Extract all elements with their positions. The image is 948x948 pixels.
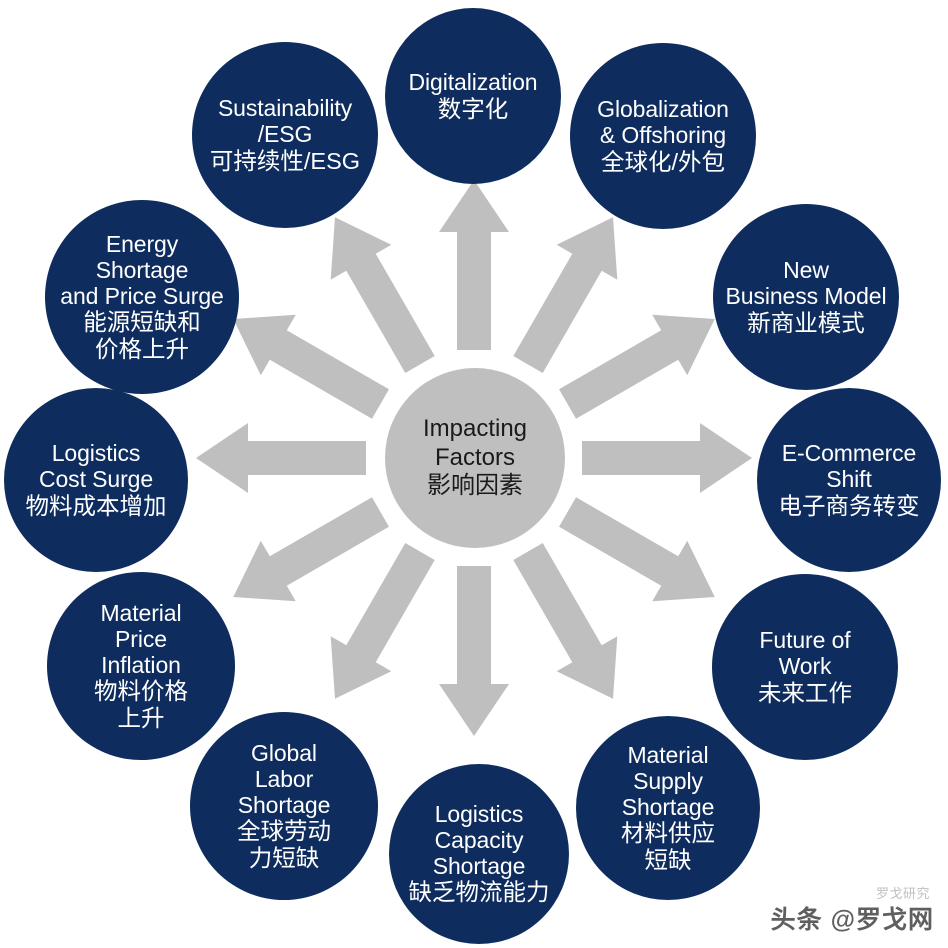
node-global-labor-shortage[interactable]: Global Labor Shortage 全球劳动 力短缺	[190, 712, 378, 900]
node-label-zh: 新商业模式	[747, 309, 865, 336]
hub-label-en: Impacting Factors	[422, 414, 528, 471]
watermark-sub: 罗戈研究	[875, 886, 930, 901]
node-label-en: Digitalization	[408, 68, 538, 95]
node-label-zh: 物料价格 上升	[94, 678, 188, 731]
node-label-zh: 缺乏物流能力	[408, 879, 550, 906]
node-new-business-model[interactable]: New Business Model 新商业模式	[713, 204, 899, 390]
node-logistics-cost-surge[interactable]: Logistics Cost Surge 物料成本增加	[4, 388, 188, 572]
node-label-en: Sustainability /ESG	[217, 95, 353, 147]
node-label-en: Logistics Cost Surge	[38, 440, 154, 492]
node-label-zh: 能源短缺和 价格上升	[83, 309, 201, 362]
node-label-en: Logistics Capacity Shortage	[432, 801, 526, 879]
node-label-en: New Business Model	[725, 257, 887, 309]
node-label-en: E-Commerce Shift	[781, 440, 917, 492]
node-label-zh: 物料成本增加	[25, 492, 167, 519]
node-label-en: Global Labor Shortage	[237, 740, 331, 818]
node-label-zh: 电子商务转变	[778, 492, 920, 519]
node-label-en: Globalization & Offshoring	[597, 96, 729, 148]
arrow-to-node-0	[439, 180, 509, 350]
node-logistics-capacity-shortage[interactable]: Logistics Capacity Shortage 缺乏物流能力	[389, 764, 569, 944]
node-e-commerce-shift[interactable]: E-Commerce Shift 电子商务转变	[757, 388, 941, 572]
node-material-price-inflation[interactable]: Material Price Inflation 物料价格 上升	[47, 572, 235, 760]
node-label-zh: 全球劳动 力短缺	[237, 818, 331, 871]
node-digitalization[interactable]: Digitalization 数字化	[385, 8, 561, 184]
node-label-zh: 可持续性/ESG	[209, 147, 361, 174]
node-label-en: Material Supply Shortage	[621, 742, 715, 820]
node-material-supply-shortage[interactable]: Material Supply Shortage 材料供应 短缺	[576, 716, 760, 900]
node-future-of-work[interactable]: Future of Work 未来工作	[712, 574, 898, 760]
node-sustainability-esg[interactable]: Sustainability /ESG 可持续性/ESG	[192, 42, 378, 228]
node-energy-shortage-and-price-surge[interactable]: Energy Shortage and Price Surge 能源短缺和 价格…	[45, 200, 239, 394]
node-label-zh: 材料供应 短缺	[621, 820, 715, 873]
arrow-to-node-3	[582, 423, 752, 493]
arrow-to-node-9	[196, 423, 366, 493]
node-label-zh: 未来工作	[758, 679, 852, 706]
node-globalization-offshoring[interactable]: Globalization & Offshoring 全球化/外包	[570, 43, 756, 229]
watermark: 罗戈研究 头条 @罗戈网	[770, 886, 934, 936]
node-label-en: Energy Shortage and Price Surge	[60, 231, 224, 309]
arrow-to-node-6	[439, 566, 509, 736]
node-label-en: Material Price Inflation	[100, 600, 182, 678]
hub-label-zh: 影响因素	[427, 472, 523, 500]
hub-impacting-factors[interactable]: Impacting Factors 影响因素	[385, 368, 565, 548]
node-label-zh: 全球化/外包	[600, 148, 726, 175]
watermark-text: 头条 @罗戈网	[770, 906, 934, 934]
node-label-zh: 数字化	[437, 95, 509, 122]
node-label-en: Future of Work	[759, 627, 851, 679]
